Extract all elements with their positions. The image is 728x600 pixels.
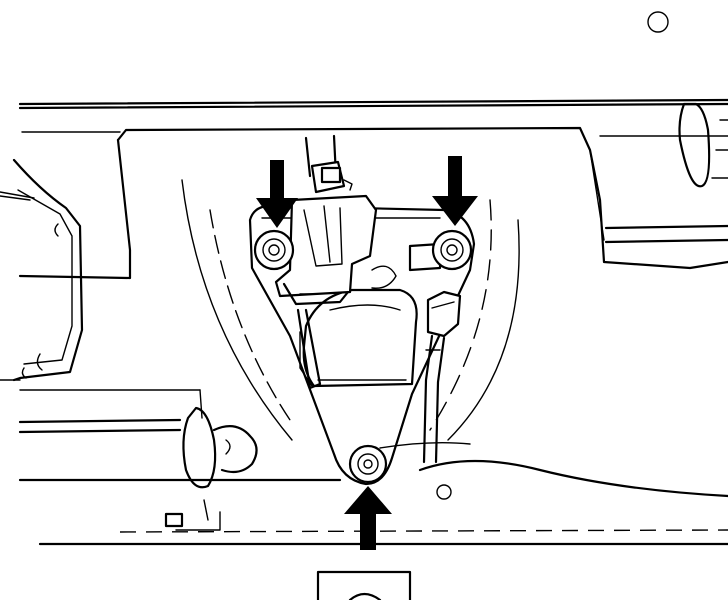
bottom-reference-box [316, 570, 412, 600]
main-bracket-outline [116, 126, 728, 270]
nut-icon [253, 229, 473, 484]
left-housing [0, 158, 84, 382]
contour-curves [181, 179, 520, 441]
corner-circle-icon [647, 11, 669, 33]
motor-housing [299, 242, 442, 388]
arrow-down-icon [432, 156, 478, 226]
upper-right-mounting-nut [431, 229, 473, 271]
lower-rail [18, 389, 728, 546]
arrow-up-icon [344, 486, 392, 550]
lower-mounting-nut [348, 444, 388, 484]
sensor-block [274, 134, 378, 390]
upper-left-mounting-nut [253, 229, 295, 271]
right-vent [604, 102, 728, 244]
rail-hole [436, 484, 452, 500]
connector-icon [426, 290, 462, 338]
body-panel-lines [0, 98, 728, 381]
left-stud-assembly [164, 389, 258, 531]
arrow-down-icon [256, 160, 298, 228]
callout-arrows [256, 156, 478, 550]
connector-and-cable [422, 290, 462, 464]
